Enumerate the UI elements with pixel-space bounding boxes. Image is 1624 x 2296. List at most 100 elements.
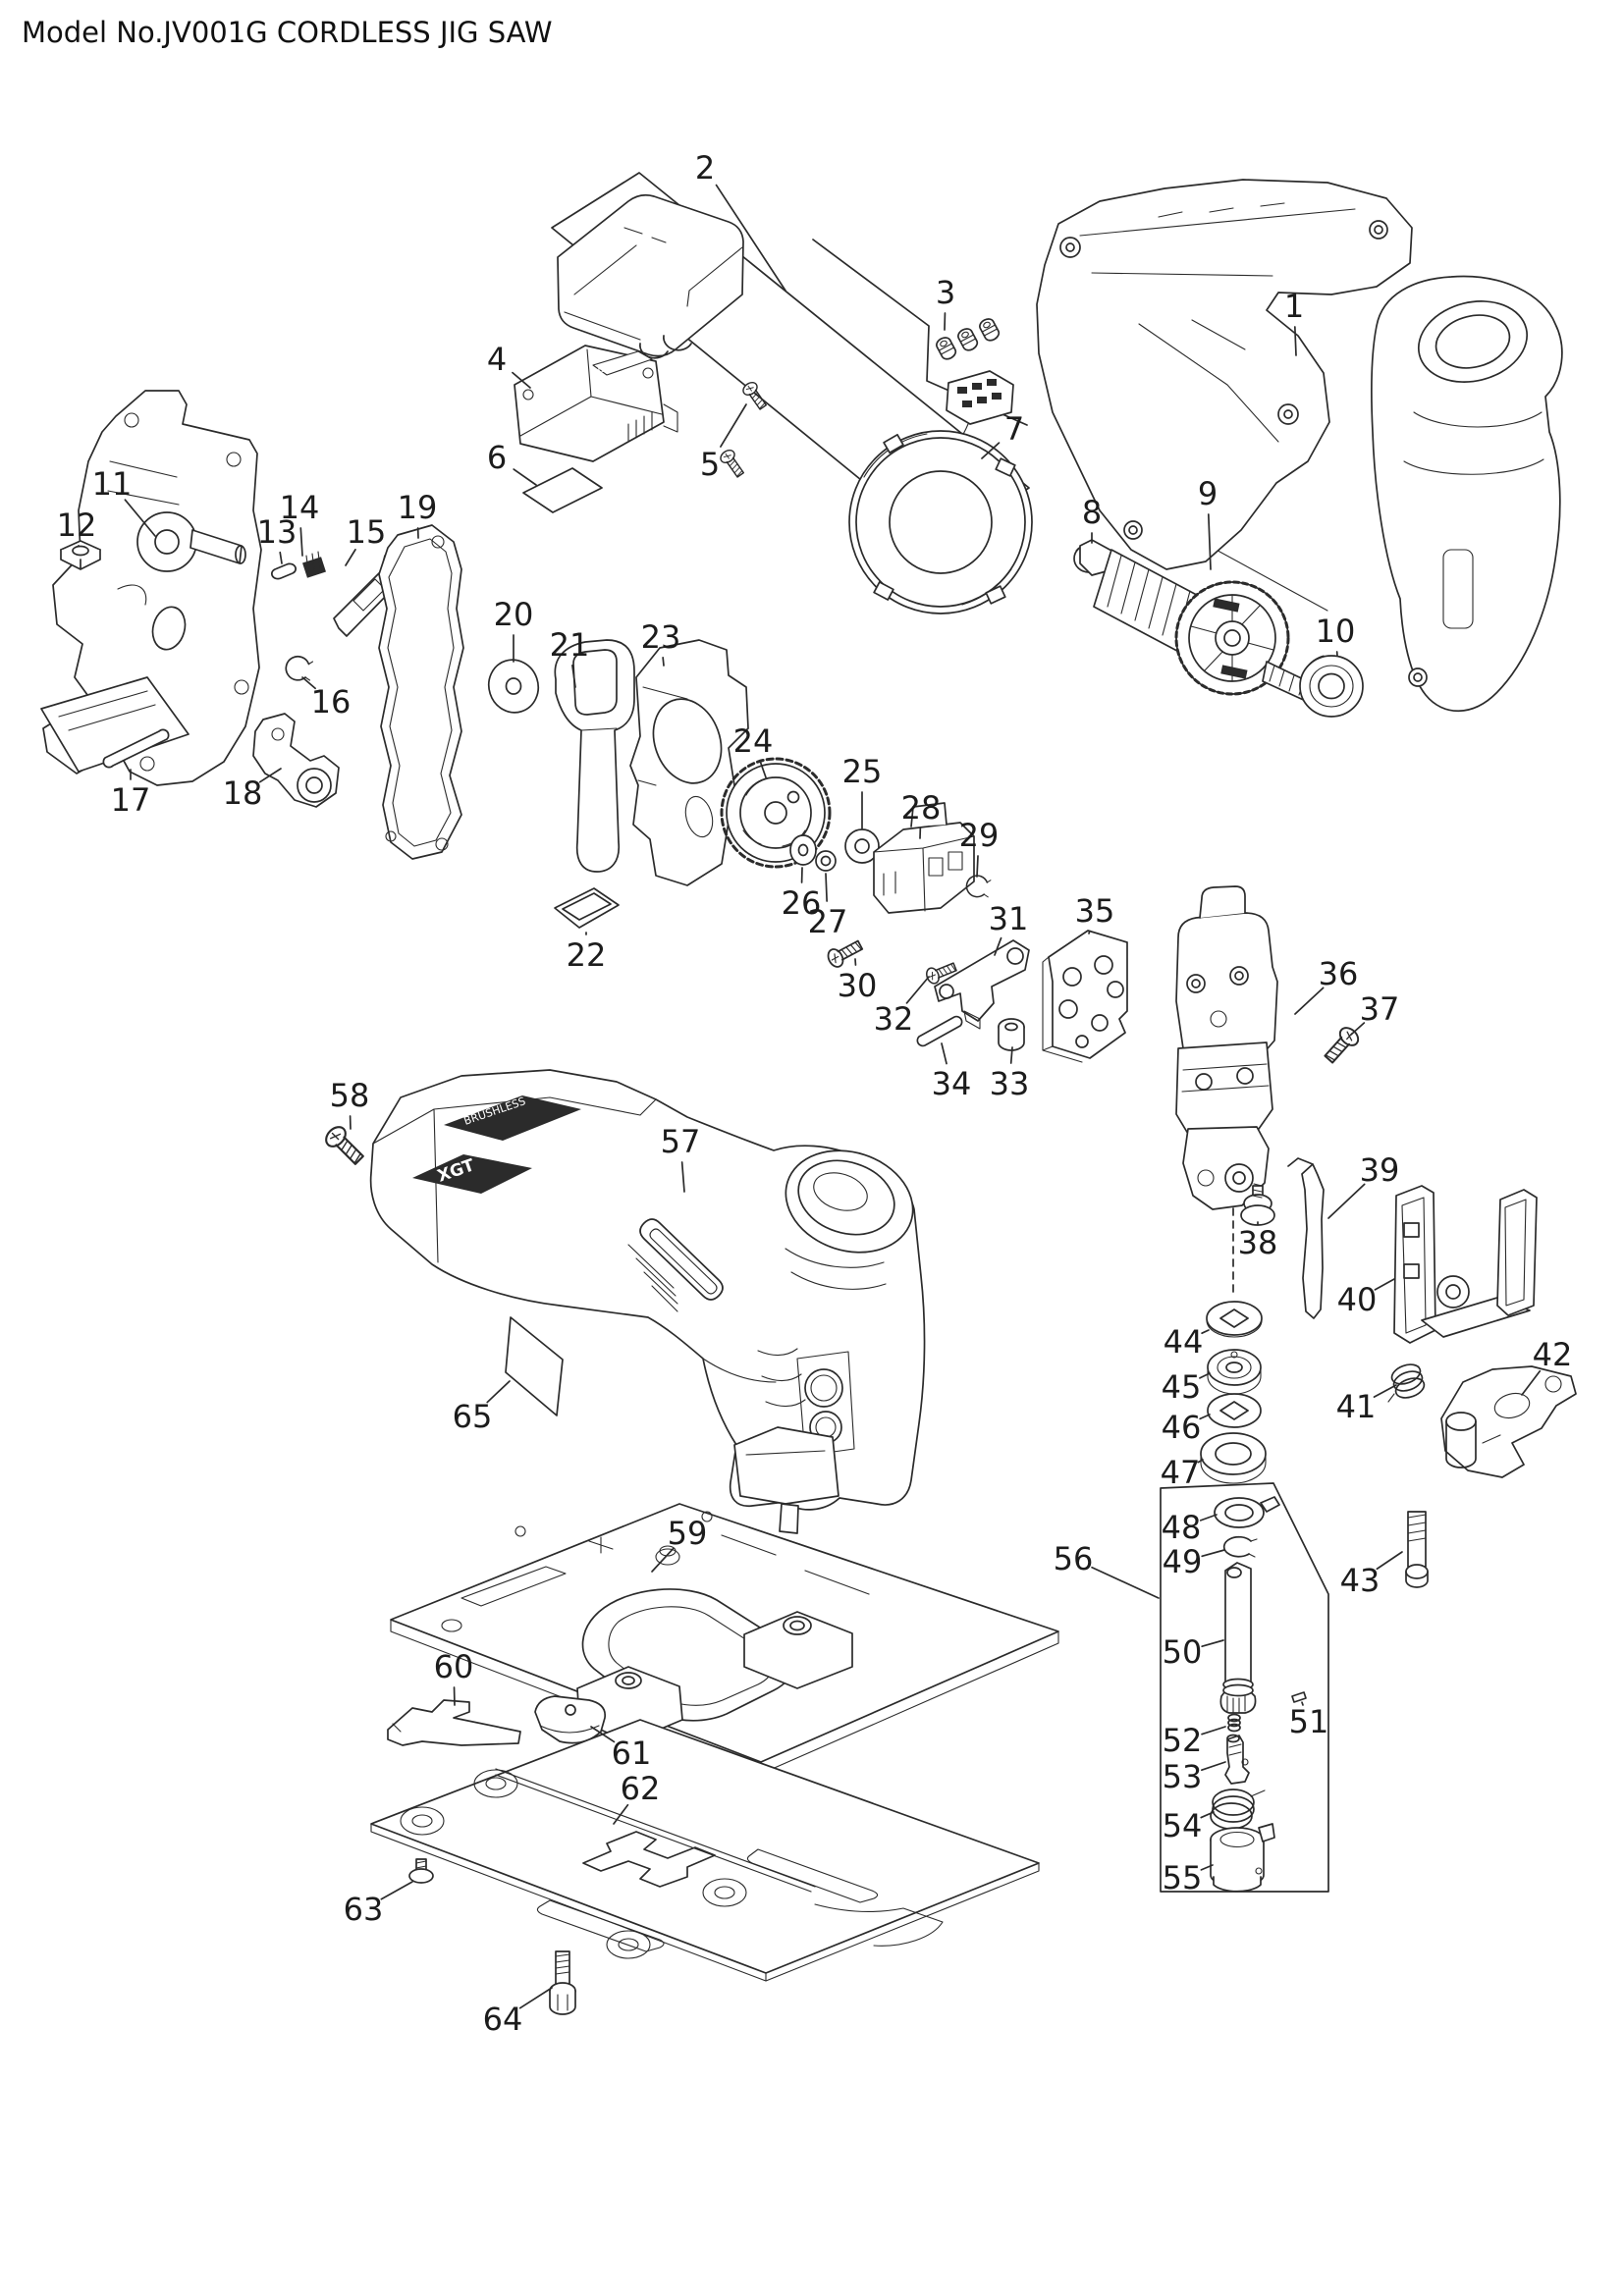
part-number-34: 34 bbox=[932, 1065, 972, 1102]
part-50-art bbox=[1219, 1562, 1257, 1714]
part-51-art bbox=[1291, 1691, 1307, 1703]
page-title: Model No.JV001G CORDLESS JIG SAW bbox=[22, 16, 553, 49]
leader-line-15 bbox=[345, 549, 356, 566]
part-35-art bbox=[1042, 930, 1128, 1063]
leader-line-6 bbox=[513, 468, 537, 486]
part-number-27: 27 bbox=[808, 903, 848, 940]
part-number-64: 64 bbox=[483, 2001, 523, 2038]
part-number-15: 15 bbox=[347, 513, 387, 551]
part-number-31: 31 bbox=[989, 900, 1029, 937]
part-number-56: 56 bbox=[1054, 1540, 1094, 1577]
part-number-2: 2 bbox=[695, 149, 715, 187]
part-31-art bbox=[934, 939, 1030, 1030]
part-number-21: 21 bbox=[550, 626, 590, 664]
part-65-art bbox=[505, 1316, 564, 1416]
part-30-art bbox=[824, 935, 866, 971]
leader-line-46 bbox=[1199, 1414, 1211, 1420]
part-number-29: 29 bbox=[959, 817, 1000, 854]
leader-line-56 bbox=[1091, 1566, 1160, 1599]
leader-line-40 bbox=[1374, 1278, 1395, 1291]
part-54-art bbox=[1210, 1789, 1266, 1830]
leader-line-24 bbox=[759, 759, 767, 778]
part-number-57: 57 bbox=[661, 1123, 701, 1160]
part-16-art bbox=[285, 655, 314, 681]
part-13-art bbox=[271, 562, 297, 580]
leader-line-55 bbox=[1200, 1864, 1214, 1871]
leader-line-23 bbox=[662, 657, 665, 667]
part-number-5: 5 bbox=[700, 446, 720, 483]
part-21-art bbox=[554, 639, 635, 873]
part-number-26: 26 bbox=[782, 884, 822, 922]
part-number-3: 3 bbox=[936, 274, 955, 311]
part-52-art bbox=[1227, 1713, 1241, 1733]
part-number-59: 59 bbox=[668, 1515, 708, 1552]
leader-line-37 bbox=[1350, 1022, 1366, 1036]
part-number-37: 37 bbox=[1360, 990, 1400, 1028]
part-number-17: 17 bbox=[111, 781, 151, 819]
leader-line-2 bbox=[715, 184, 786, 292]
part-6-art bbox=[522, 467, 603, 513]
part-number-48: 48 bbox=[1162, 1509, 1202, 1546]
part-number-51: 51 bbox=[1289, 1703, 1329, 1740]
part-number-54: 54 bbox=[1163, 1807, 1203, 1844]
leader-line-49 bbox=[1201, 1549, 1225, 1558]
part-25-art bbox=[844, 828, 880, 864]
part-64-art bbox=[549, 1950, 576, 2015]
part-45-art bbox=[1207, 1349, 1262, 1395]
part-number-23: 23 bbox=[641, 618, 681, 656]
part-number-52: 52 bbox=[1163, 1722, 1203, 1759]
part-46-art bbox=[1207, 1393, 1262, 1428]
part-number-18: 18 bbox=[223, 774, 263, 812]
part-14-art bbox=[302, 551, 326, 578]
part-1-art bbox=[1036, 179, 1563, 713]
part-number-62: 62 bbox=[621, 1770, 661, 1807]
part-number-40: 40 bbox=[1337, 1281, 1378, 1318]
part-number-13: 13 bbox=[257, 513, 298, 551]
part-number-24: 24 bbox=[733, 722, 774, 760]
part-39-art bbox=[1287, 1157, 1325, 1319]
part-number-41: 41 bbox=[1336, 1388, 1377, 1425]
part-number-14: 14 bbox=[280, 489, 320, 526]
part-43-art bbox=[1405, 1511, 1429, 1588]
part-number-28: 28 bbox=[901, 789, 942, 827]
part-48-art bbox=[1214, 1496, 1280, 1528]
leader-line-4 bbox=[512, 371, 531, 389]
leader-line-48 bbox=[1199, 1514, 1218, 1522]
leader-line-53 bbox=[1201, 1761, 1226, 1772]
part-number-9: 9 bbox=[1198, 475, 1218, 512]
part-number-35: 35 bbox=[1075, 892, 1115, 930]
part-number-16: 16 bbox=[311, 683, 352, 721]
leader-line-13 bbox=[279, 551, 283, 564]
leader-line-42 bbox=[1521, 1369, 1542, 1396]
leader-line-1 bbox=[1293, 326, 1297, 356]
part-41-art bbox=[1387, 1363, 1426, 1403]
part-29-art bbox=[965, 875, 992, 898]
leader-line-14 bbox=[299, 527, 303, 557]
leader-line-41 bbox=[1373, 1384, 1397, 1398]
part-18-art bbox=[252, 713, 340, 808]
part-number-33: 33 bbox=[990, 1065, 1030, 1102]
part-60-art bbox=[387, 1699, 521, 1746]
part-number-47: 47 bbox=[1161, 1454, 1201, 1491]
part-58-art bbox=[321, 1122, 368, 1169]
part-number-7: 7 bbox=[1004, 410, 1024, 448]
part-20-art bbox=[487, 659, 540, 714]
assembly-boundaries bbox=[551, 172, 1329, 1893]
part-number-36: 36 bbox=[1319, 955, 1359, 992]
part-5-art bbox=[717, 379, 771, 480]
part-number-12: 12 bbox=[57, 507, 97, 544]
part-number-49: 49 bbox=[1163, 1543, 1203, 1580]
leader-line-43 bbox=[1376, 1551, 1403, 1571]
leader-line-51 bbox=[1301, 1701, 1304, 1706]
leader-line-59 bbox=[651, 1547, 675, 1573]
part-49-art bbox=[1222, 1535, 1258, 1558]
leader-line-7 bbox=[981, 442, 1001, 459]
part-number-32: 32 bbox=[874, 1000, 914, 1038]
part-number-44: 44 bbox=[1164, 1323, 1204, 1361]
part-number-45: 45 bbox=[1162, 1368, 1202, 1406]
leader-line-16 bbox=[301, 676, 316, 690]
part-40-art bbox=[1393, 1185, 1538, 1344]
leader-line-54 bbox=[1200, 1811, 1215, 1819]
leader-line-52 bbox=[1201, 1726, 1226, 1735]
